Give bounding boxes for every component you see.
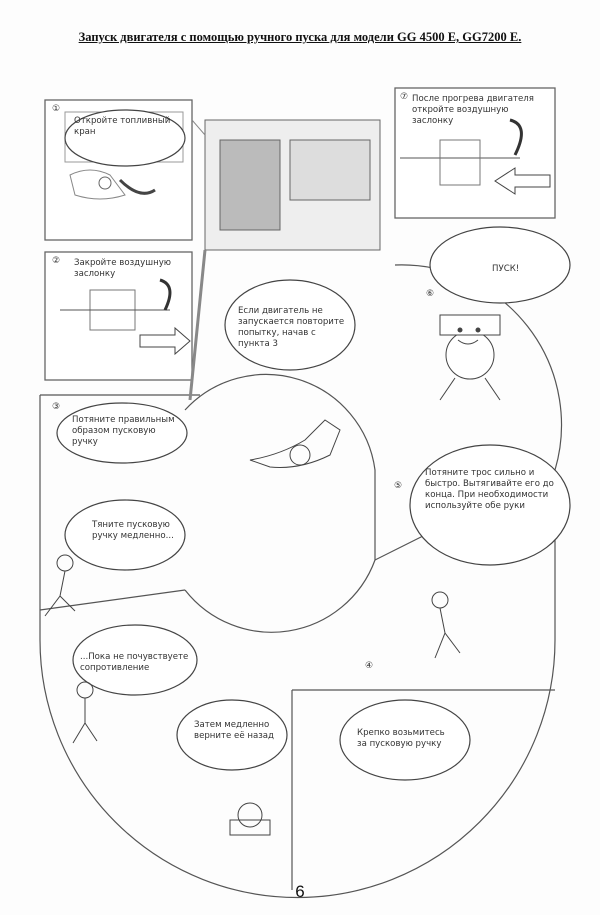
step-2-number: ② xyxy=(52,256,61,266)
bubble-step-6 xyxy=(429,226,571,304)
bubble-step-5 xyxy=(409,444,571,566)
step-5-number: ⑤ xyxy=(394,481,403,491)
step-1-text: Откройте топливный кран xyxy=(74,116,171,137)
panel-step-7 xyxy=(394,87,556,219)
generator-drawing xyxy=(188,119,381,401)
pull-slow-bubble-text: Тяните пусковую ручку медленно... xyxy=(92,520,174,541)
flow-ring-inner xyxy=(184,373,376,633)
bubble-pull-slow xyxy=(64,499,186,571)
bubble-return-slow xyxy=(176,699,288,771)
step-6-text: ПУСК! xyxy=(492,264,520,274)
step-1-number: ① xyxy=(52,104,61,114)
bubble-until-resist xyxy=(72,624,198,696)
until-resist-bubble-text: ...Пока не почувствуете сопротивление xyxy=(80,652,189,673)
return-slow-bubble-text: Затем медленно верните её назад xyxy=(194,720,275,741)
engine-mascot xyxy=(439,314,501,401)
step-3-text: Потяните правильным образом пусковую руч… xyxy=(72,415,175,447)
step-4-number: ④ xyxy=(365,661,374,671)
step-5-text: Потяните трос сильно и быстро. Вытягивай… xyxy=(425,468,554,511)
step-6-number: ⑥ xyxy=(426,289,435,299)
step-7-text: После прогрева двигателя откройте воздуш… xyxy=(412,94,534,126)
page-title: Запуск двигателя с помощью ручного пуска… xyxy=(78,30,522,44)
panel-step-2 xyxy=(44,251,193,381)
step-7-number: ⑦ xyxy=(400,92,409,102)
step-2-text: Закройте воздушную заслонку xyxy=(74,258,172,279)
step-3-number: ③ xyxy=(52,402,61,412)
resting-person-drawing xyxy=(249,419,341,468)
flow-ring-outer xyxy=(39,264,563,899)
bubble-step-3 xyxy=(56,402,188,464)
bubble-step-4 xyxy=(339,699,471,781)
retry-bubble-text: Если двигатель не запускается повторите … xyxy=(238,306,345,349)
bubble-retry xyxy=(224,279,356,371)
page-number: 6 xyxy=(295,882,305,901)
step-4-text: Крепко возьмитесь за пусковую ручку xyxy=(357,728,445,749)
operator-figures xyxy=(44,554,461,836)
bubble-step-1 xyxy=(64,109,186,167)
